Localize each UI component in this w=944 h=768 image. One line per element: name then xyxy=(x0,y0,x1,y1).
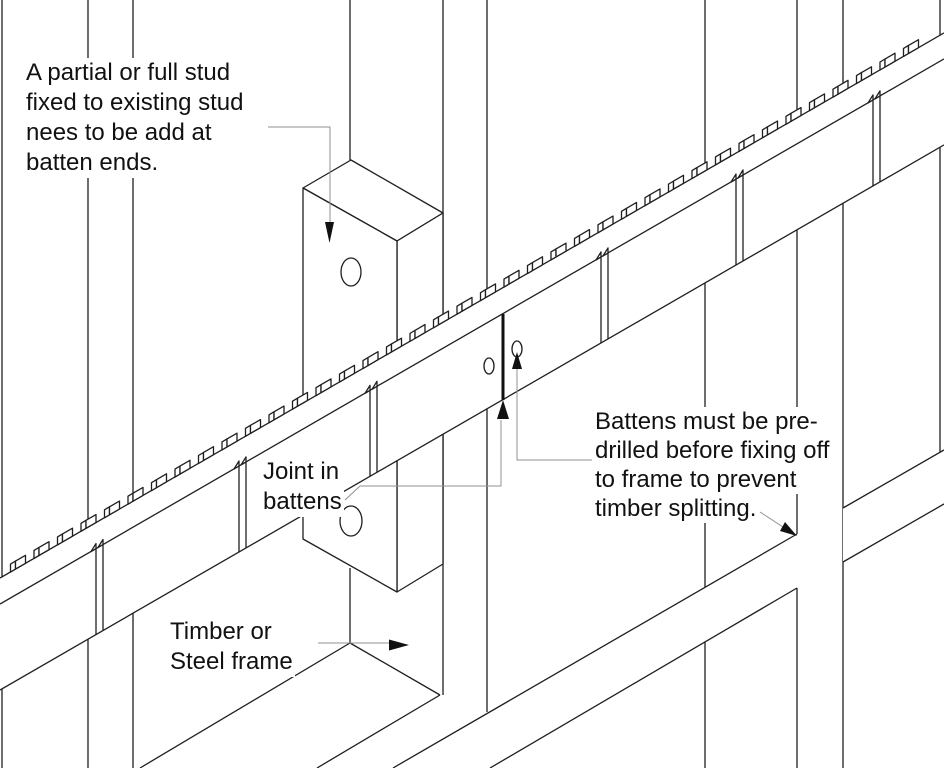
arrow-right-icon xyxy=(389,639,409,651)
annotation-text-line: Steel frame xyxy=(168,647,295,677)
arrow-diagonal-icon xyxy=(780,522,797,536)
arrow-up-joint-icon xyxy=(497,400,509,419)
annotation-text-line: battens xyxy=(261,487,344,517)
annotation-predrill: Battens must be pre- drilled before fixi… xyxy=(593,407,832,523)
annotation-frame: Timber or Steel frame xyxy=(168,617,295,677)
annotation-partial-stud: A partial or full stud fixed to existing… xyxy=(24,58,246,178)
arrow-up-hole-icon xyxy=(512,352,522,369)
frame-rail-right xyxy=(392,449,944,768)
annotation-text-line: Timber or xyxy=(168,617,274,647)
annotation-text-line: A partial or full stud xyxy=(24,58,233,88)
annotation-joint-in-battens: Joint in battens xyxy=(261,457,344,517)
annotation-text-line: fixed to existing stud xyxy=(24,88,246,118)
leader-lines xyxy=(268,126,797,651)
batten-joints xyxy=(90,90,881,635)
annotation-text-line: timber splitting. xyxy=(593,494,759,523)
annotation-text-line: batten ends. xyxy=(24,148,161,178)
batten xyxy=(0,32,944,691)
annotation-text-line: Battens must be pre- xyxy=(593,407,820,436)
annotation-text-line: drilled before fixing off xyxy=(593,436,832,465)
annotation-text-line: Joint in xyxy=(261,457,342,487)
annotation-text-line: nees to be add at xyxy=(24,118,214,148)
annotation-text-line: to frame to prevent xyxy=(593,465,799,494)
frame-rail-left xyxy=(139,642,441,768)
arrow-down-icon xyxy=(325,222,334,243)
drill-holes xyxy=(339,257,523,537)
